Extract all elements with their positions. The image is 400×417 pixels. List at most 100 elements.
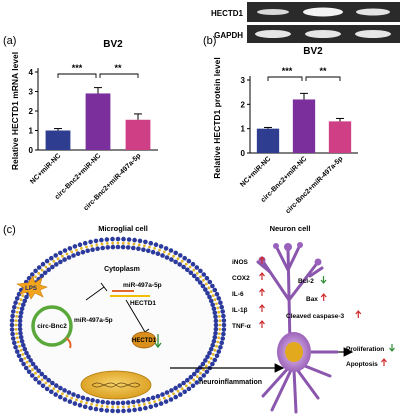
lipid-tail (180, 259, 184, 263)
lipid-tail (15, 332, 18, 335)
lipid-tail (218, 315, 221, 318)
lipid-tail (21, 353, 25, 356)
lipid-tail (85, 245, 88, 249)
lipid-tail (15, 315, 18, 318)
lipid-tail (21, 294, 25, 297)
lipid-head (158, 401, 164, 406)
lipid-tail (148, 401, 151, 405)
neuron-nucleus (285, 342, 303, 362)
lipid-tail (195, 272, 199, 275)
sig-mark-ab: *** (72, 63, 83, 73)
lipid-head (42, 270, 48, 276)
lipid-tail (90, 402, 93, 406)
panel-a-letter: (a) (3, 35, 16, 47)
lipid-head (210, 283, 215, 289)
lipid-head (9, 327, 15, 332)
bar (256, 128, 280, 153)
lipid-tail (158, 398, 161, 402)
lipid-head (153, 242, 159, 247)
panel-b-ylabel: Relative HECTD1 protein level (212, 57, 222, 178)
x-tick-label: NC+miR-NC (239, 155, 272, 188)
lipid-tail (16, 340, 20, 344)
lipid-head (177, 383, 182, 388)
lipid-head (207, 350, 212, 356)
lipid-head (137, 238, 143, 244)
lipid-head (104, 408, 110, 413)
lipid-head (125, 245, 131, 250)
western-blot: HECTD1 GAPDH (211, 2, 400, 43)
lipid-head (200, 283, 206, 289)
lipid-tail (80, 400, 83, 403)
lipid-head (120, 400, 126, 406)
lipid-head (72, 244, 78, 249)
lipid-tail (14, 319, 18, 323)
lipid-head (163, 399, 169, 404)
lipid-tail (75, 248, 78, 252)
lipid-tail (137, 243, 141, 247)
panel-b-axes: 0123NC+miR-NCcirc-Bnc2+miR-NCcirc-Bnc2+m… (239, 76, 358, 215)
lipid-head (71, 253, 76, 258)
lipid-tail (158, 248, 161, 252)
lps-starburst: LPS (16, 275, 48, 300)
lipid-head (212, 334, 218, 340)
panel-a-title: BV2 (103, 39, 123, 50)
lipid-head (62, 388, 67, 393)
lipid-head (219, 304, 224, 310)
panel-a-significance: *** ** (72, 63, 122, 73)
bar (85, 93, 111, 150)
lipid-head (19, 338, 25, 344)
lipid-head (26, 354, 31, 360)
lipid-head (146, 248, 151, 254)
lipid-head (62, 248, 68, 253)
lipid-head (62, 397, 68, 402)
lipid-head (221, 331, 226, 337)
panel-c-letter: (c) (3, 224, 16, 236)
lipid-tail (188, 381, 192, 385)
lipid-head (105, 400, 111, 405)
lipid-tail (65, 252, 69, 256)
lipid-tail (180, 387, 184, 391)
lipid-head (204, 275, 210, 281)
lipid-head (40, 261, 46, 267)
lipid-head (10, 313, 15, 319)
lipid-head (50, 380, 55, 386)
lipid-tail (207, 360, 211, 364)
lipid-tail (192, 378, 196, 382)
lipid-head (21, 361, 26, 367)
mir-cyto-label: miR-497a-5p (123, 282, 162, 289)
lipid-tail (132, 404, 136, 408)
lipid-head (99, 237, 104, 243)
lipid-head (155, 251, 161, 256)
lipid-head (198, 376, 203, 382)
lipid-head (33, 376, 38, 382)
lipid-head (58, 259, 63, 265)
lipid-tail (209, 357, 213, 360)
lipid-head (143, 405, 148, 411)
lipid-head (28, 358, 33, 363)
lipid-head (185, 267, 190, 273)
lipid-head (21, 302, 26, 308)
bar (292, 99, 316, 153)
lipid-head (160, 253, 165, 258)
panel-b: (b) HECTD1 GAPDH BV2 Relative HECTD1 pro… (203, 2, 400, 215)
lipid-tail (48, 262, 52, 266)
lipid-tail (44, 265, 48, 269)
lipid-head (168, 397, 174, 402)
lipid-tail (143, 244, 146, 248)
lipid-head (22, 298, 28, 304)
lipid-head (210, 361, 215, 367)
lipid-head (36, 368, 41, 374)
lipid-head (16, 353, 22, 359)
lipid-tail (218, 332, 221, 335)
lipid-head (181, 380, 186, 386)
lipid-head (169, 388, 174, 393)
lipid-head (194, 265, 200, 270)
lipid-tail (127, 242, 131, 245)
lipid-tail (218, 327, 222, 331)
lipid-head (66, 255, 72, 260)
lipid-head (203, 358, 208, 363)
panel-a: (a) BV2 Relative HECTD1 mRNA level 01234… (3, 35, 158, 212)
lipid-head (214, 353, 220, 359)
blot-band (257, 9, 289, 15)
lipid-tail (162, 396, 166, 400)
